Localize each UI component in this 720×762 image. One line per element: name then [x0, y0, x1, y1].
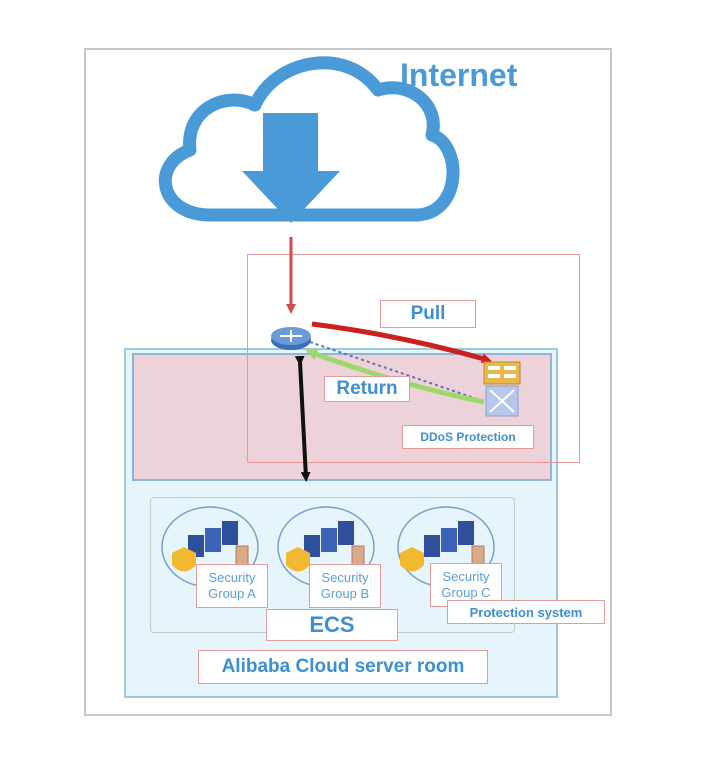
ddos-device-icon [483, 361, 521, 417]
pull-arrow [311, 321, 492, 364]
security-group-c-line2: Group C [441, 585, 491, 600]
pull-label: Pull [380, 300, 476, 328]
shield-icon [286, 547, 310, 572]
security-group-b-line2: Group B [320, 586, 370, 601]
download-arrow-icon [242, 113, 340, 223]
dotted-link [309, 341, 487, 403]
security-group-b-line1: Security [321, 570, 369, 585]
ecs-label: ECS [266, 609, 398, 641]
security-group-c-line1: Security [442, 569, 490, 584]
router-icon [271, 327, 311, 350]
security-group-c-label: Security Group C [430, 563, 502, 607]
network-zone [132, 353, 552, 481]
internet-title: Internet [400, 57, 518, 93]
protection-system-label: Protection system [447, 600, 605, 624]
security-group-a-line1: Security [208, 570, 256, 585]
security-group-a-line2: Group A [208, 586, 256, 601]
security-group-a-label: Security Group A [196, 564, 268, 608]
ddos-pull-region [247, 254, 580, 463]
ddos-protection-label: DDoS Protection [402, 425, 534, 449]
shield-icon [400, 547, 424, 572]
server-room-label: Alibaba Cloud server room [198, 650, 488, 684]
ecs-link-arrow [294, 355, 311, 482]
security-group-b-label: Security Group B [309, 564, 381, 608]
shield-icon [172, 547, 196, 572]
return-label: Return [324, 376, 410, 402]
